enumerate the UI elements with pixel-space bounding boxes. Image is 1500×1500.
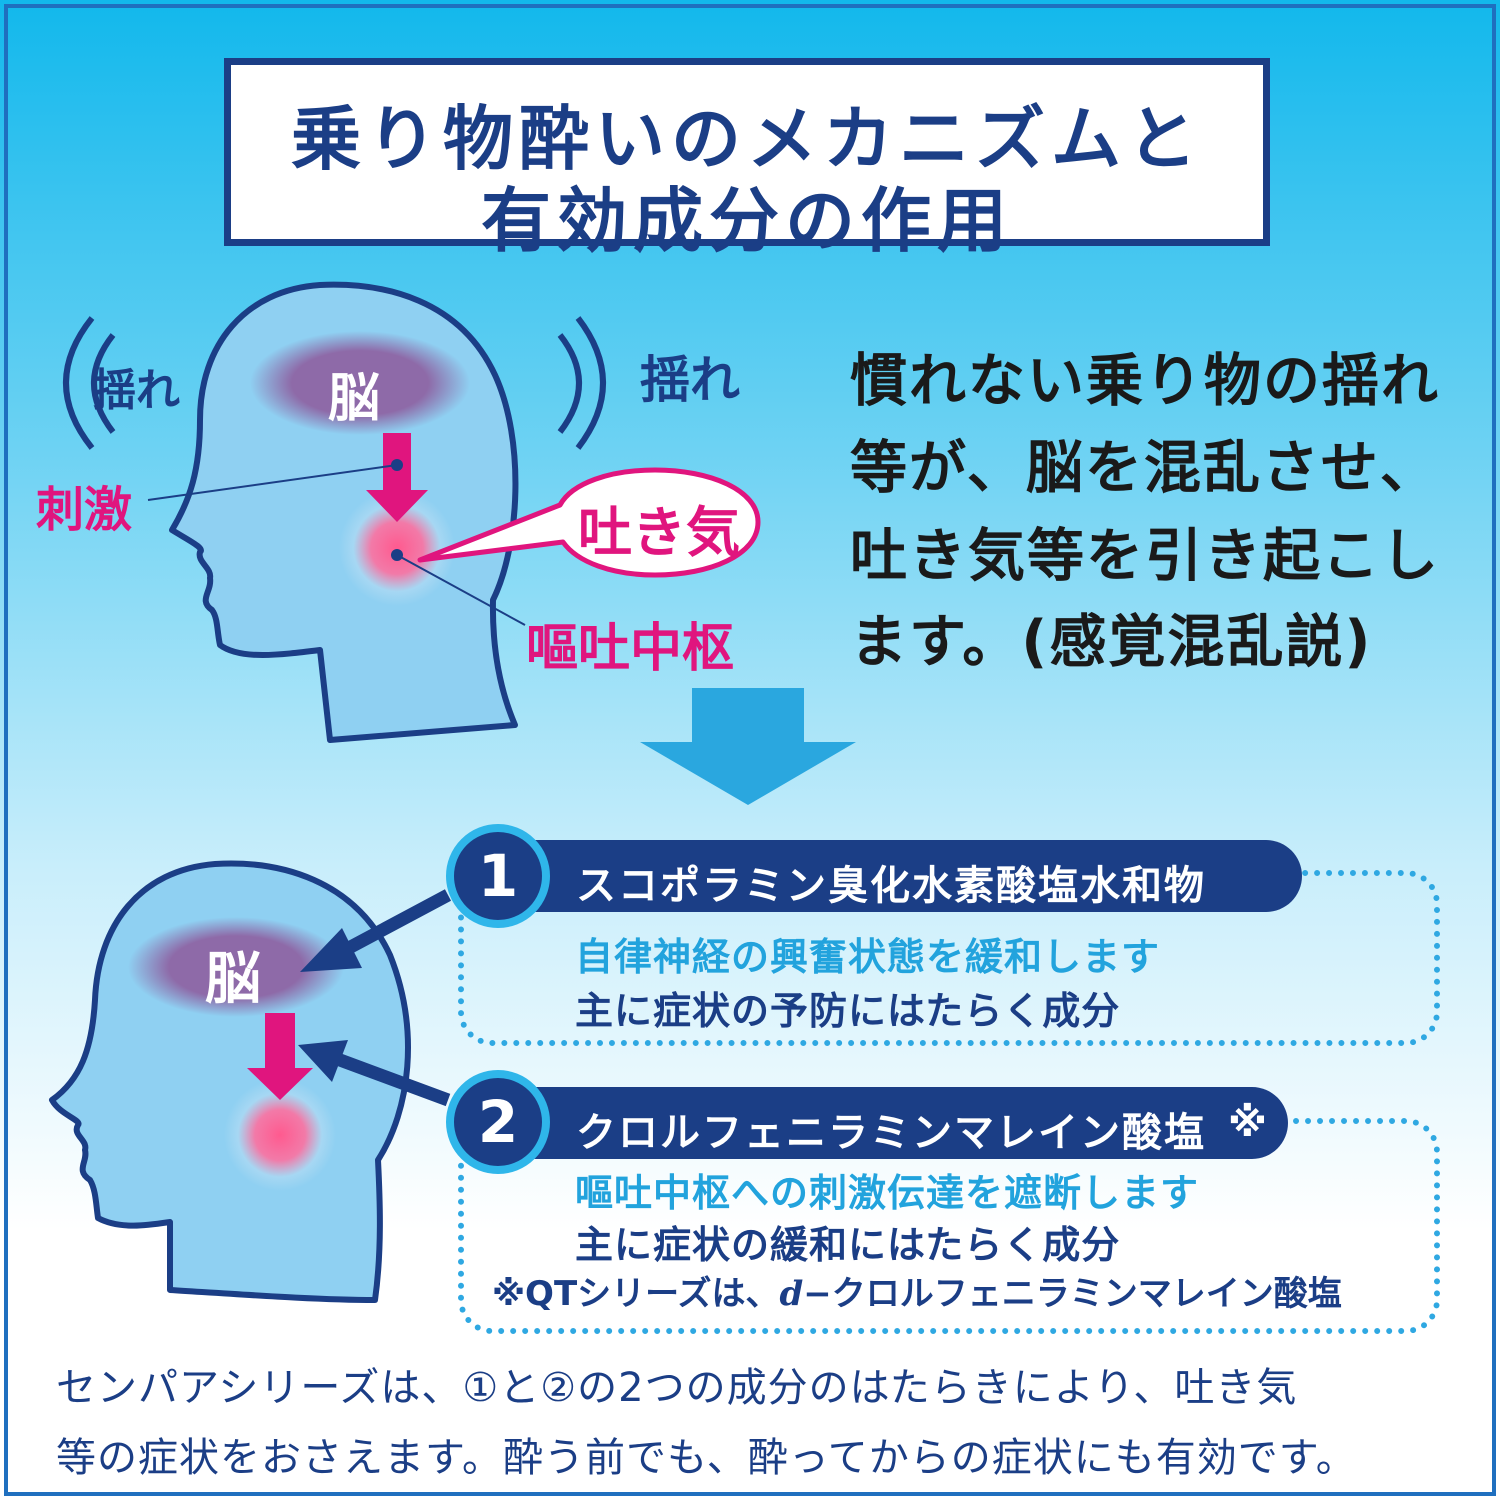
sway-arc-left-inner — [91, 333, 116, 434]
ingredient-2-note: ※QTシリーズは、d−クロルフェニラミンマレイン酸塩 — [492, 1266, 1342, 1315]
footer-line-2: 等の症状をおさえます。酔う前でも、酔ってからの症状にも有効です。 — [56, 1435, 1357, 1481]
stimulus-leader-dot — [391, 459, 403, 471]
nausea-bubble — [417, 467, 761, 578]
ingredient-1-pointer-head — [300, 928, 362, 972]
top-vomiting-center — [339, 490, 455, 606]
bottom-brain-region — [128, 917, 344, 1017]
sway-label-right: 揺れ — [640, 351, 740, 409]
title-line-1: 乗り物酔いのメカニズムと — [291, 98, 1203, 180]
title-box: 乗り物酔いのメカニズムと 有効成分の作用 — [224, 58, 1270, 262]
ingredient-1-effect: 自律神経の興奮状態を緩和します — [575, 935, 1161, 979]
top-brain-region — [250, 331, 470, 435]
ingredient-2-mark: ※ — [1228, 1100, 1269, 1146]
nausea-label: 吐き気 — [578, 501, 740, 564]
stimulus-leader-line — [147, 464, 398, 501]
bottom-brain-arrow-head — [247, 1068, 313, 1100]
ingredient-1-number-badge: 1 — [446, 824, 550, 928]
description-line-4: ます。(感覚混乱説) — [850, 609, 1373, 675]
ingredient-1-role: 主に症状の予防にはたらく成分 — [575, 989, 1121, 1033]
ingredient-2-role: 主に症状の緩和にはたらく成分 — [575, 1223, 1121, 1267]
flow-down-arrow — [640, 688, 856, 805]
sway-arc-left-outer — [63, 316, 95, 450]
ingredient-2-note-suffix: −クロルフェニラミンマレイン酸塩 — [803, 1274, 1342, 1314]
top-brain-arrow-head — [366, 490, 428, 522]
title-line-2: 有効成分の作用 — [481, 180, 1013, 262]
ingredient-2-pill: クロルフェニラミンマレイン酸塩 ※ — [470, 1087, 1288, 1159]
ingredient-1-name: スコポラミン臭化水素酸塩水和物 — [576, 863, 1206, 909]
sway-arc-right-inner — [557, 333, 582, 434]
ingredient-1-pill: スコポラミン臭化水素酸塩水和物 — [470, 840, 1302, 912]
ingredient-2-note-prefix: ※QTシリーズは、 — [492, 1274, 780, 1314]
ingredient-2-note-italic: d — [779, 1274, 804, 1314]
bottom-vomiting-center — [224, 1079, 336, 1191]
bottom-brain-arrow-shaft — [265, 1013, 295, 1071]
ingredient-2-effect: 嘔吐中枢への刺激伝達を遮断します — [575, 1171, 1200, 1215]
ingredient-2-number-badge: 2 — [446, 1070, 550, 1174]
description-line-1: 慣れない乗り物の揺れ — [850, 348, 1440, 414]
description-line-2: 等が、脳を混乱させ、 — [850, 435, 1439, 501]
ingredient-2-pointer-head — [298, 1040, 348, 1082]
footer-line-1: センパアシリーズは、①と②の2つの成分のはたらきにより、吐き気 — [56, 1365, 1298, 1411]
top-brain-label: 脳 — [328, 369, 381, 429]
ingredient-1-pointer-shaft — [341, 889, 452, 956]
sway-label-left: 揺れ — [92, 365, 180, 416]
vomiting-center-label: 嘔吐中枢 — [526, 619, 735, 679]
description-line-3: 吐き気等を引き起こし — [850, 523, 1440, 589]
ingredient-2-pointer-shaft — [337, 1053, 451, 1107]
vomiting-center-leader-dot — [391, 549, 403, 561]
ingredient-2-name: クロルフェニラミンマレイン酸塩 — [576, 1110, 1206, 1156]
sway-arc-right-outer — [575, 316, 606, 450]
bottom-brain-label: 脳 — [205, 947, 261, 1012]
stimulus-label: 刺激 — [36, 482, 133, 538]
vomiting-center-leader-line — [396, 554, 526, 626]
